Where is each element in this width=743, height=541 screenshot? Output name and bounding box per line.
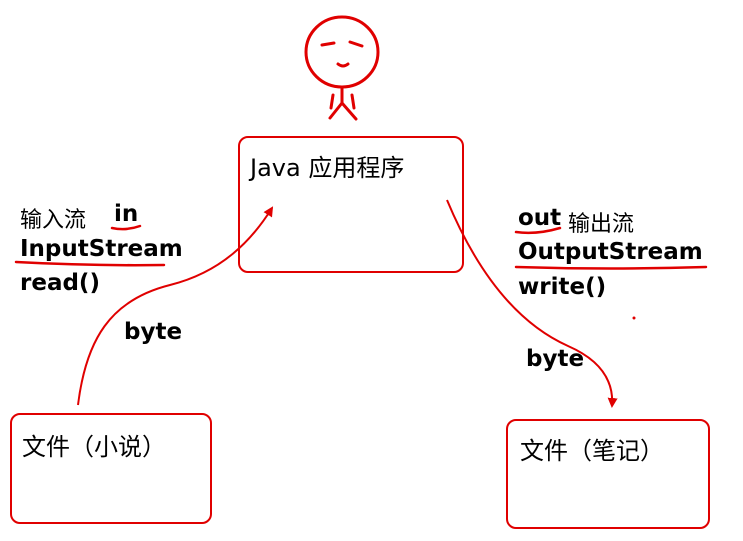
output-stream-cn-label: 输出流 <box>568 212 635 237</box>
input-stream-class-label: InputStream <box>20 236 183 262</box>
output-class-underline <box>514 265 708 270</box>
input-unit-label: byte <box>124 319 183 345</box>
output-keyword-label: out <box>518 205 562 231</box>
output-unit-label: byte <box>526 346 585 372</box>
input-keyword-underline <box>110 224 142 231</box>
output-flow-arrow <box>446 199 618 408</box>
input-class-underline <box>14 260 166 267</box>
user-stick-figure-icon <box>304 15 380 121</box>
output-keyword-underline <box>514 226 562 235</box>
source-file-label: 文件（小说） <box>22 433 166 461</box>
target-file-box: 文件（笔记） <box>506 419 710 529</box>
input-read-method-label: read() <box>20 270 100 296</box>
java-application-box: Java 应用程序 <box>238 136 464 273</box>
input-flow-arrow <box>77 206 274 406</box>
java-application-label: Java 应用程序 <box>250 154 405 182</box>
target-file-label: 文件（笔记） <box>520 437 664 465</box>
output-stream-class-label: OutputStream <box>518 239 703 265</box>
output-write-method-label: write() <box>518 274 607 300</box>
input-keyword-label: in <box>114 201 139 227</box>
source-file-box: 文件（小说） <box>10 413 212 524</box>
stray-dot <box>632 316 636 320</box>
input-stream-cn-label: 输入流 <box>20 208 87 233</box>
